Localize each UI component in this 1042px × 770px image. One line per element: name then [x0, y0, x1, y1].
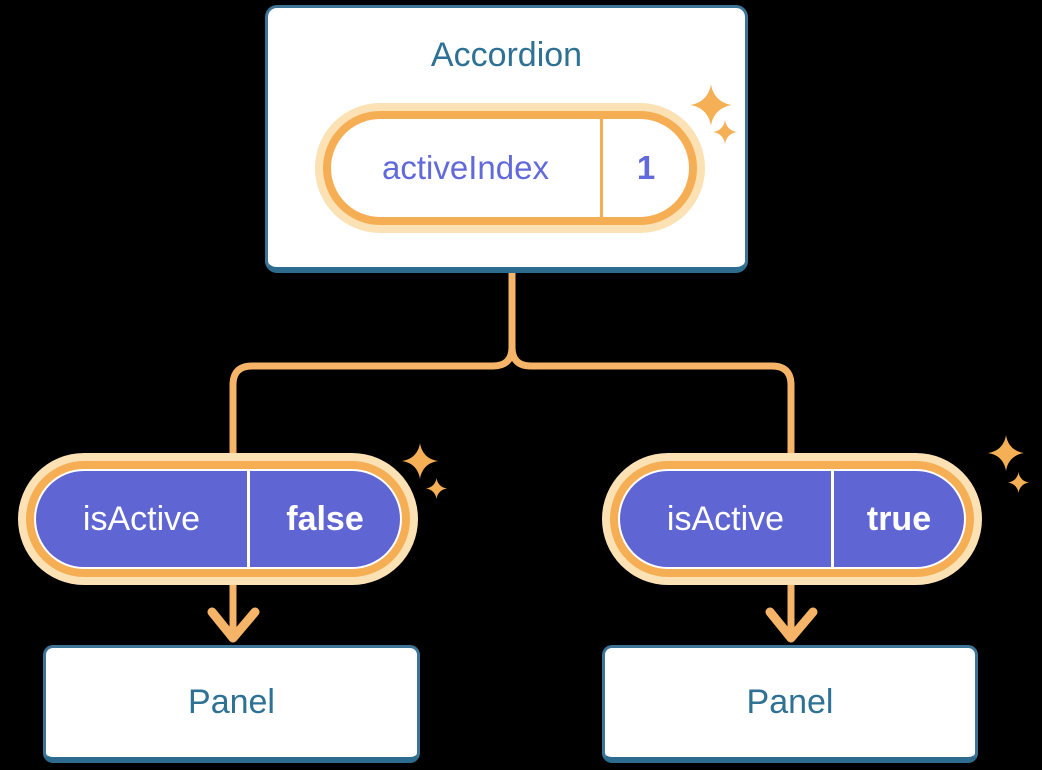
- panel-node-right: Panel: [602, 645, 978, 763]
- left-arrow-head-icon: [207, 607, 260, 643]
- state-pill-ring: activeIndex 1: [323, 111, 697, 225]
- prop-pill-divider: [831, 471, 834, 567]
- panel-right-label: Panel: [746, 683, 834, 721]
- branch-right-line: [508, 343, 795, 472]
- panel-left-label: Panel: [188, 683, 275, 721]
- sparkle-icon: [1008, 472, 1029, 493]
- sparkle-icon: [690, 84, 732, 126]
- prop-pill-fill: isActive true: [620, 471, 964, 567]
- prop-pill-ring: isActive false: [26, 461, 410, 577]
- state-pill-label: activeIndex: [382, 149, 549, 186]
- prop-pill-ring: isActive true: [610, 461, 974, 577]
- prop-pill-divider: [247, 471, 250, 567]
- prop-pill-isactive-true: isActive true: [602, 453, 982, 585]
- prop-pill-value: false: [286, 499, 364, 538]
- right-arrow-head-icon: [765, 607, 818, 643]
- sparkle-icon: [988, 435, 1024, 471]
- panel-node-left: Panel: [43, 645, 420, 763]
- branch-left-line: [229, 264, 516, 472]
- sparkle-icon: [426, 478, 447, 499]
- accordion-node-title: Accordion: [430, 36, 583, 74]
- prop-pill-value: true: [866, 499, 932, 538]
- prop-pill-label: isActive: [82, 499, 201, 538]
- prop-pill-label: isActive: [666, 499, 785, 538]
- state-pill-value: 1: [636, 149, 656, 186]
- state-pill-divider: [600, 119, 603, 217]
- prop-pill-isactive-false: isActive false: [18, 453, 418, 585]
- sparkle-icon: [713, 120, 737, 144]
- state-pill-activeindex: activeIndex 1: [315, 103, 705, 233]
- sparkle-icon: [402, 443, 438, 479]
- prop-pill-fill: isActive false: [36, 471, 400, 567]
